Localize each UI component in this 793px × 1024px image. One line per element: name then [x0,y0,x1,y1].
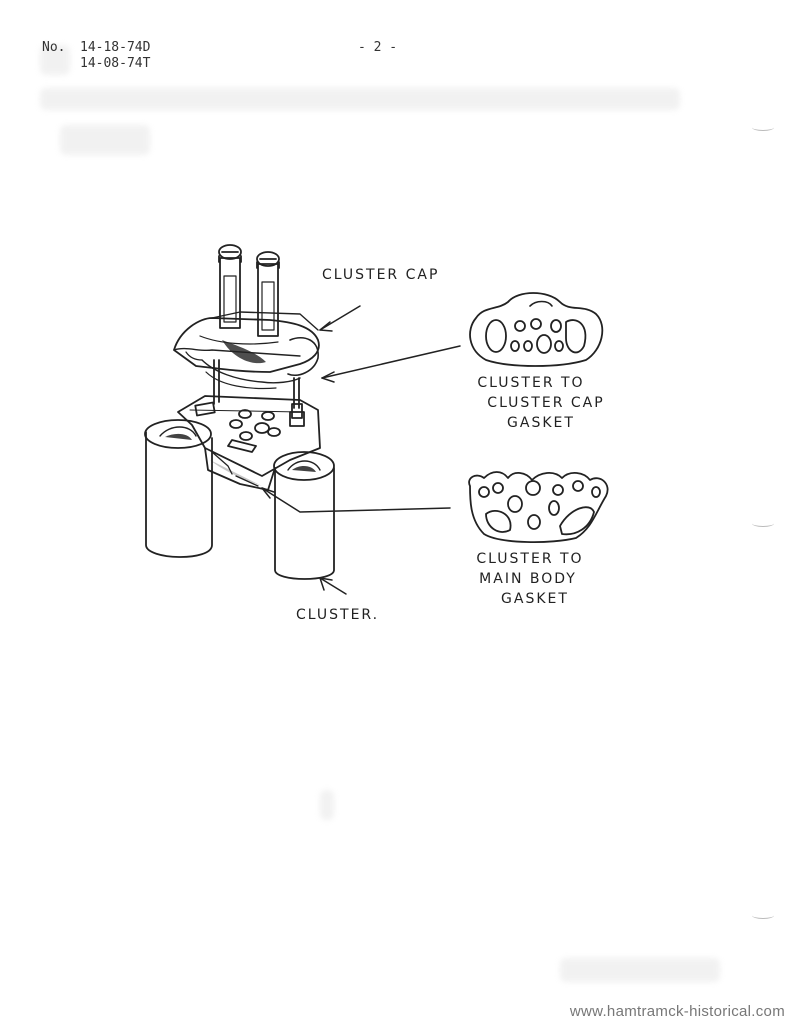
doc-number-primary: 14-18-74D [80,40,151,55]
punch-hole-mark [752,124,774,131]
leader-line-cluster-cap [319,305,361,331]
bleed-through-mark [40,45,70,75]
punch-hole-mark [752,912,774,919]
bleed-through-mark [60,125,150,155]
label-body-gasket-line1: CLUSTER TO [476,551,584,567]
leader-lines [261,305,461,595]
label-cap-gasket-line2: CLUSTER CAP [487,395,605,411]
right-cylinder-illustration [273,451,335,580]
leader-line-body-gasket [261,487,451,513]
label-body-gasket-line2: MAIN BODY [479,571,577,587]
punch-hole-mark [752,520,774,527]
leader-line-cap-gasket [321,345,461,379]
doc-number-secondary: 14-08-74T [80,56,151,71]
doc-number-label: No. [42,40,66,55]
left-cylinder-illustration [144,419,213,558]
label-cluster-cap: CLUSTER CAP [322,267,440,283]
body-gasket-illustration [468,471,609,543]
page-marker: - 2 - [358,40,398,55]
bleed-through-mark [40,88,680,110]
cluster-base-plate-illustration [177,395,321,491]
site-watermark: www.hamtramck-historical.com [569,1003,785,1020]
label-cluster: CLUSTER. [296,607,380,623]
label-cap-gasket-line3: GASKET [507,415,575,431]
bleed-through-mark [320,790,334,820]
cap-post-illustration [218,244,280,337]
label-body-gasket-line3: GASKET [501,591,569,607]
bleed-through-mark [560,958,720,982]
cap-gasket-illustration [469,292,604,367]
leader-line-cluster [319,577,347,595]
label-cap-gasket-line1: CLUSTER TO [477,375,585,391]
cluster-cap-illustration [173,311,320,390]
